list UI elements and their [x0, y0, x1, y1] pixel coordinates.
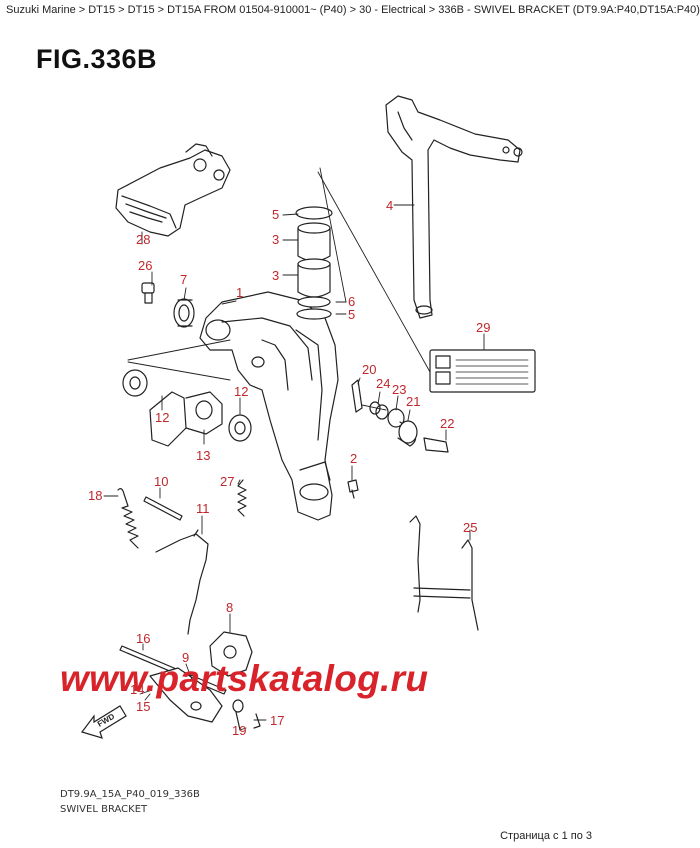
part-drawing-26[interactable] — [141, 282, 155, 304]
part-label-19[interactable]: 19 — [232, 723, 246, 738]
part-label-25[interactable]: 25 — [463, 520, 477, 535]
part-label-24[interactable]: 24 — [376, 376, 390, 391]
part-label-14[interactable]: 14 — [130, 682, 144, 697]
part-label-9[interactable]: 9 — [182, 650, 189, 665]
part-label-2[interactable]: 2 — [350, 451, 357, 466]
watermark: www.partskatalog.ru — [60, 658, 429, 699]
part-label-12a[interactable]: 12 — [234, 384, 248, 399]
part-label-6[interactable]: 6 — [348, 294, 355, 309]
part-label-16[interactable]: 16 — [136, 631, 150, 646]
part-drawing-11[interactable] — [155, 529, 209, 635]
drawing-code: DT9.9A_15A_P40_019_336B — [60, 789, 200, 800]
part-label-13[interactable]: 13 — [196, 448, 210, 463]
part-drawing-10[interactable] — [143, 496, 183, 521]
part-drawing-27[interactable] — [237, 479, 247, 517]
part-drawing-28[interactable] — [115, 143, 231, 237]
part-label-21[interactable]: 21 — [406, 394, 420, 409]
leader-lines — [103, 167, 485, 731]
breadcrumb[interactable]: Suzuki Marine > DT15 > DT15 > DT15A FROM… — [6, 4, 700, 16]
part-drawing-20-24[interactable] — [351, 379, 449, 453]
part-label-8[interactable]: 8 — [226, 600, 233, 615]
part-label-12b[interactable]: 12 — [155, 410, 169, 425]
part-label-1[interactable]: 1 — [236, 285, 243, 300]
fwd-arrow-icon — [81, 705, 127, 739]
part-label-5a[interactable]: 5 — [272, 207, 279, 222]
part-label-5b[interactable]: 5 — [348, 307, 355, 322]
part-label-18[interactable]: 18 — [88, 488, 102, 503]
fwd-arrow: FWD — [81, 705, 127, 739]
part-drawing-4[interactable] — [385, 95, 523, 319]
part-label-3a[interactable]: 3 — [272, 232, 279, 247]
part-labels: 1 2 3 3 4 5 5 6 7 8 9 10 11 12 12 13 14 … — [88, 198, 490, 738]
part-label-15[interactable]: 15 — [136, 699, 150, 714]
part-drawing-2[interactable] — [347, 479, 359, 499]
part-label-4[interactable]: 4 — [386, 198, 393, 213]
part-label-26[interactable]: 26 — [138, 258, 152, 273]
part-drawing-18[interactable] — [117, 488, 139, 549]
part-label-10[interactable]: 10 — [154, 474, 168, 489]
pagination[interactable]: Страница с 1 по 3 — [500, 830, 592, 842]
part-label-17[interactable]: 17 — [270, 713, 284, 728]
part-label-29[interactable]: 29 — [476, 320, 490, 335]
part-drawing-29[interactable] — [429, 349, 536, 393]
part-drawing-7[interactable] — [173, 298, 195, 328]
drawing-description: SWIVEL BRACKET — [60, 804, 148, 815]
part-drawing-stack[interactable] — [295, 206, 333, 320]
figure-title: FIG.336B — [36, 44, 158, 74]
part-label-22[interactable]: 22 — [440, 416, 454, 431]
part-label-28[interactable]: 28 — [136, 232, 150, 247]
part-drawing-8-14[interactable] — [119, 631, 261, 731]
part-label-7[interactable]: 7 — [180, 272, 187, 287]
part-label-3b[interactable]: 3 — [272, 268, 279, 283]
parts-diagram: 1 2 3 3 4 5 5 6 7 8 9 10 11 12 12 13 14 … — [81, 95, 536, 739]
part-label-27[interactable]: 27 — [220, 474, 234, 489]
part-drawing-12-13[interactable] — [122, 369, 252, 447]
part-label-11[interactable]: 11 — [196, 501, 210, 516]
part-label-23[interactable]: 23 — [392, 382, 406, 397]
part-drawing-25[interactable] — [409, 515, 479, 631]
part-label-20[interactable]: 20 — [362, 362, 376, 377]
